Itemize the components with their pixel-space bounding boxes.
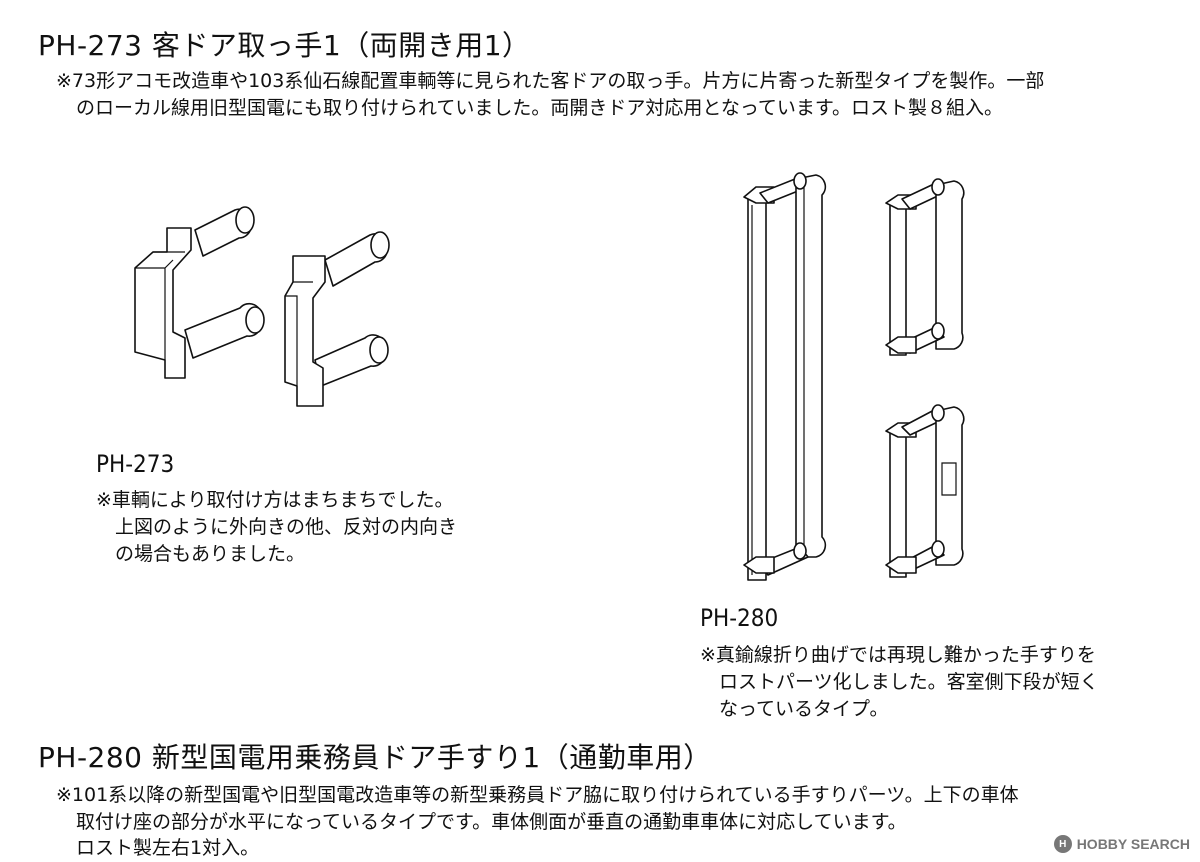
section1-desc-line2: のローカル線用旧型国電にも取り付けられていました。両開きドア対応用となっています…	[76, 97, 1004, 119]
ph273-illustration	[134, 206, 390, 407]
ph280-short-rail-top	[885, 178, 965, 356]
ph273-handle-left	[134, 206, 265, 379]
watermark-text: HOBBY SEARCH	[1076, 836, 1190, 852]
ph273-handle-right	[284, 231, 390, 407]
ph280-note-line1: ※真鍮線折り曲げでは再現し難かった手すりを	[700, 644, 1096, 666]
ph273-note-line1: ※車輌により取付け方はまちまちでした。	[96, 489, 454, 511]
ph273-code: PH-273	[96, 450, 175, 478]
section2-desc-line2: 取付け座の部分が水平になっているタイプです。車体側面が垂直の通勤車車体に対応して…	[76, 811, 907, 833]
section1-title: PH-273 客ドア取っ手1（両開き用1）	[38, 29, 531, 62]
ph280-long-rail	[743, 172, 827, 581]
hobby-search-watermark: H HOBBY SEARCH	[1053, 835, 1190, 853]
section2-desc-line3: ロスト製左右1対入。	[76, 837, 260, 859]
section2-title: PH-280 新型国電用乗務員ドア手すり1（通勤車用）	[38, 741, 712, 774]
ph280-code: PH-280	[700, 604, 779, 632]
ph280-short-rail-bottom	[885, 404, 965, 578]
section1-desc-line1: ※73形アコモ改造車や103系仙石線配置車輌等に見られた客ドアの取っ手。片方に片…	[56, 70, 1045, 92]
hobby-search-logo-icon: H	[1053, 835, 1072, 853]
ph280-illustration	[743, 172, 965, 581]
ph280-note-line2: ロストパーツ化しました。客室側下段が短く	[719, 671, 1099, 693]
section2-desc-line1: ※101系以降の新型国電や旧型国電改造車等の新型乗務員ドア脇に取り付けられている…	[56, 784, 1019, 806]
ph273-note-line2: 上図のように外向きの他、反対の内向き	[115, 516, 458, 538]
ph280-note-line3: なっているタイプ。	[719, 698, 889, 720]
ph273-note-line3: の場合もありました。	[115, 543, 306, 565]
